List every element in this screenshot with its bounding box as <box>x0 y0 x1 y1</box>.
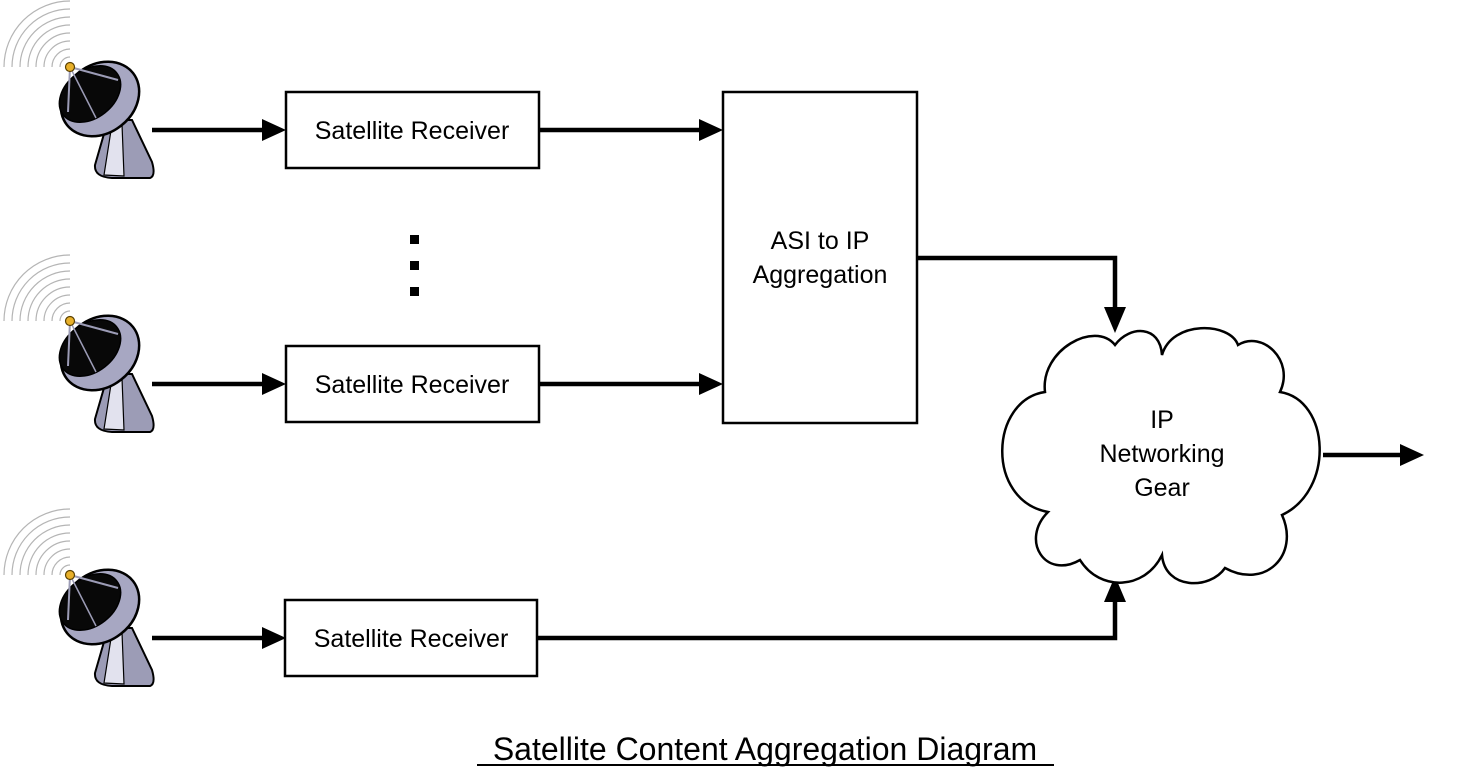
satellite-receiver-box: Satellite Receiver <box>284 344 541 424</box>
receiver-label: Satellite Receiver <box>315 371 510 399</box>
asi-to-ip-aggregation-box: ASI to IP Aggregation <box>721 90 919 425</box>
diagram-title-text: Satellite Content Aggregation Diagram <box>493 731 1037 767</box>
network-label-line3: Gear <box>1134 474 1190 502</box>
arrow-dish-to-receiver-1 <box>152 119 286 141</box>
arrow-receiver-to-network <box>537 576 1126 641</box>
satellite-dish-icon <box>2 0 156 180</box>
arrow-aggregator-to-network <box>917 255 1126 333</box>
arrow-network-output <box>1323 444 1424 466</box>
aggregation-label-line2: Aggregation <box>753 261 888 289</box>
cloud-icon: IP Networking Gear <box>1001 326 1321 585</box>
arrow-dish-to-receiver-3 <box>152 627 286 649</box>
network-label-line1: IP <box>1150 406 1174 434</box>
satellite-receiver-box: Satellite Receiver <box>284 90 541 170</box>
arrow-receiver-to-aggregator-2 <box>539 373 723 395</box>
satellite-dish-icon <box>2 507 156 688</box>
aggregation-label-line1: ASI to IP <box>771 227 870 255</box>
arrow-dish-to-receiver-2 <box>152 373 286 395</box>
network-label-line2: Networking <box>1099 440 1224 468</box>
receiver-label: Satellite Receiver <box>315 117 510 145</box>
arrow-receiver-to-aggregator-1 <box>539 119 723 141</box>
diagram-title: Satellite Content Aggregation Diagram <box>477 731 1054 767</box>
receiver-label: Satellite Receiver <box>314 625 509 653</box>
satellite-receiver-box: Satellite Receiver <box>283 598 539 678</box>
satellite-dish-icon <box>2 253 156 434</box>
vertical-ellipsis <box>410 235 419 296</box>
